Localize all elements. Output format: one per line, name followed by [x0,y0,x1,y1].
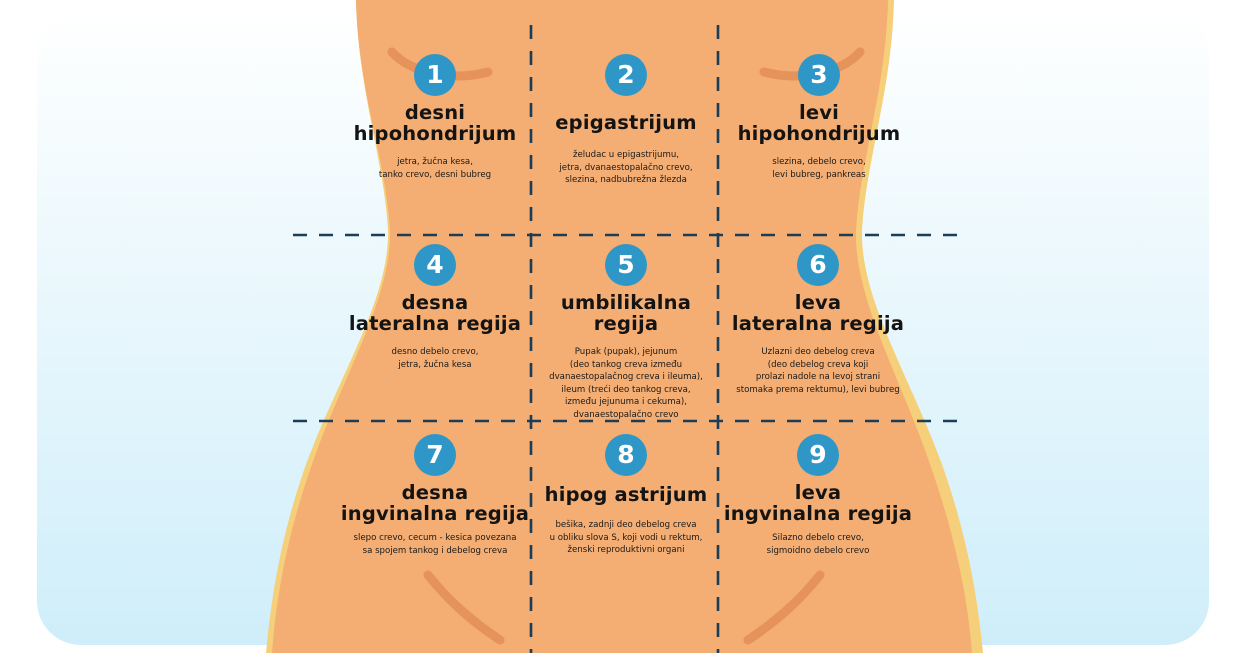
region-3-title: levi hipohondrijum [737,101,901,145]
region-9-description: Silazno debelo crevo, sigmoidno debelo c… [766,533,870,556]
region-9: 9 leva ingvinalna regija Silazno debelo … [718,434,918,557]
region-5-title: umbilikalna regija [560,291,692,335]
region-1-description: jetra, žučna kesa, tanko crevo, desni bu… [378,157,492,180]
region-2-description: želudac u epigastrijumu, jetra, dvanaest… [559,150,693,186]
region-3: 3 levi hipohondrijum slezina, debelo cre… [724,54,914,181]
region-4: 4 desna lateralna regija desno debelo cr… [342,244,528,371]
region-9-title: leva ingvinalna regija [723,481,913,525]
region-2-number-badge: 2 [605,54,647,96]
region-2-title: epigastrijum [555,111,697,134]
region-4-description: desno debelo crevo, jetra, žučna kesa [391,347,479,370]
region-8-number-badge: 8 [605,434,647,476]
region-7-title: desna ingvinalna regija [340,481,530,525]
region-7: 7 desna ingvinalna regija slepo crevo, c… [338,434,532,557]
region-6-description: Uzlazni deo debelog creva (deo debelog c… [736,347,900,395]
region-2: 2 epigastrijum želudac u epigastrijumu, … [530,54,722,187]
region-5-description: Pupak (pupak), jejunum (deo tankog creva… [549,347,703,420]
region-9-number-badge: 9 [797,434,839,476]
region-5-number-badge: 5 [605,244,647,286]
region-5: 5 umbilikalna regija Pupak (pupak), jeju… [530,244,722,422]
torso [272,0,972,653]
region-1-title: desni hipohondrijum [353,101,517,145]
region-3-description: slezina, debelo crevo, levi bubreg, pank… [772,157,866,180]
region-3-number-badge: 3 [798,54,840,96]
region-6-title: leva lateralna regija [731,291,905,335]
region-1-number-badge: 1 [414,54,456,96]
region-8: 8 hipog astrijum bešika, zadnji deo debe… [530,434,722,557]
region-8-title: hipog astrijum [544,483,708,506]
region-4-title: desna lateralna regija [348,291,522,335]
region-6-number-badge: 6 [797,244,839,286]
region-7-number-badge: 7 [414,434,456,476]
region-8-description: bešika, zadnji deo debelog creva u oblik… [549,520,703,556]
region-grid [293,25,960,653]
region-7-description: slepo crevo, cecum - kesica povezana sa … [353,533,517,556]
region-1: 1 desni hipohondrijum jetra, žučna kesa,… [342,54,528,181]
region-4-number-badge: 4 [414,244,456,286]
region-6: 6 leva lateralna regija Uzlazni deo debe… [718,244,918,396]
